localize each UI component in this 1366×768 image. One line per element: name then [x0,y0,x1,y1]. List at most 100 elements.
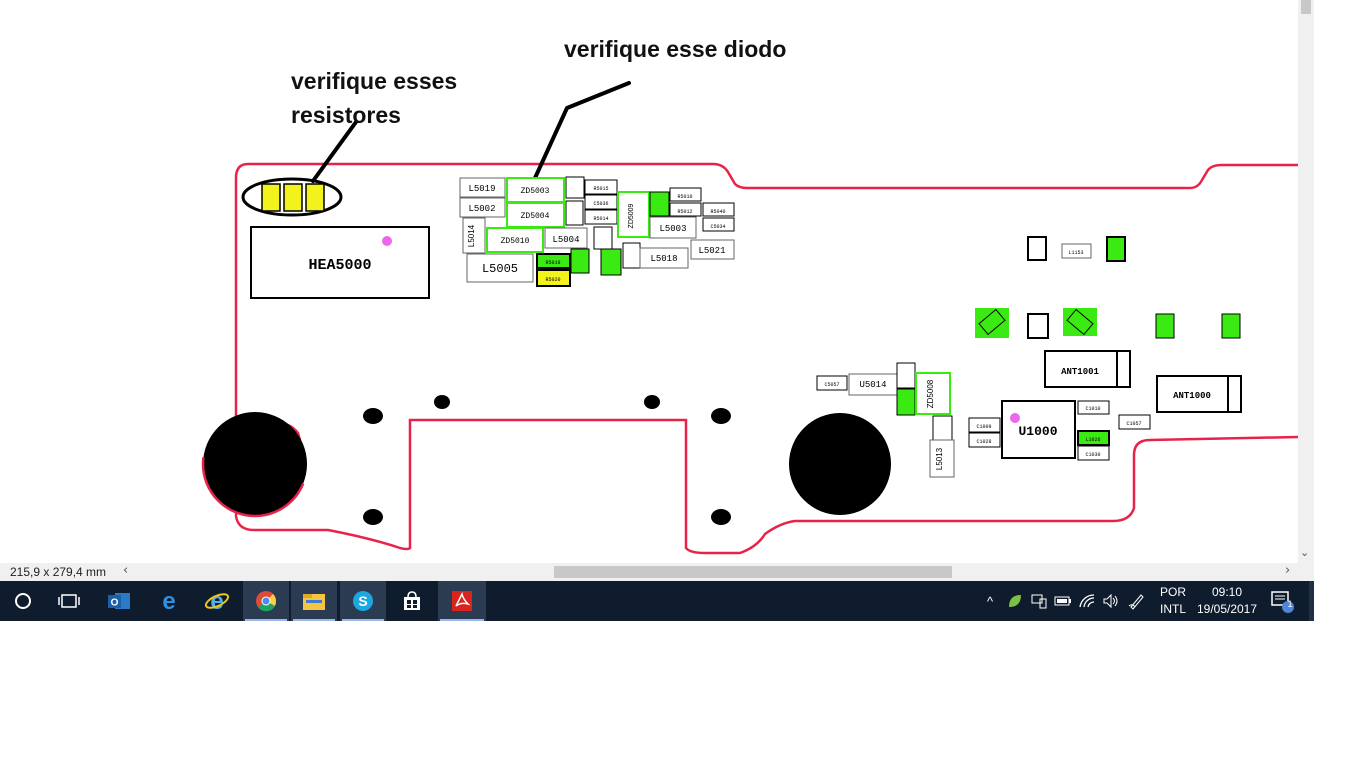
pcb-layout: HEA5000 [201,81,1298,555]
chrome-button[interactable] [243,581,289,621]
battery-button[interactable] [1052,581,1074,621]
store-button[interactable] [389,581,435,621]
label-ZD5008: ZD5008 [926,379,935,408]
label-R5040: R5040 [710,209,725,215]
folder-icon [303,594,325,610]
label-C1057: C1057 [1126,421,1141,427]
wifi-icon [1079,594,1095,608]
scroll-left-icon[interactable]: ‹ [123,563,129,578]
vertical-scroll-thumb[interactable] [1301,0,1311,14]
label-ZD5009: ZD5009 [628,203,635,228]
chevron-up-icon: ^ [986,593,994,609]
devices-icon [1031,594,1047,609]
tray-app-button[interactable] [1004,581,1026,621]
annotation-resistors: verifique esses resistores [291,64,457,132]
taskbar: O e e S ^ POR INTL [0,581,1314,621]
language-code: POR [1159,585,1186,599]
scroll-right-icon[interactable]: › [1285,563,1291,578]
label-L5004: L5004 [552,235,579,245]
outlook-button[interactable]: O [96,581,142,621]
skype-icon: S [353,591,373,611]
document-viewer[interactable]: HEA5000 [0,0,1298,563]
battery-icon [1054,596,1071,606]
label-L5014: L5014 [467,224,476,247]
mount-hole-left [203,412,307,516]
label-R5010: R5010 [677,194,692,200]
board-outline [248,162,1298,190]
svg-text:e: e [210,589,223,613]
horizontal-scroll-thumb[interactable] [554,566,952,578]
label-R5015: R5015 [593,186,608,192]
internet-explorer-button[interactable]: e [194,581,240,621]
notification-icon [1271,591,1294,613]
annotation-resistors-line1: verifique esses [291,68,458,94]
label-C5057: C5057 [824,382,839,388]
annotation-diode: verifique esse diodo [564,36,787,62]
show-desktop-button[interactable] [1309,581,1314,621]
label-ZD5004: ZD5004 [521,212,550,221]
svg-text:O: O [111,598,119,609]
label-L5018: L5018 [650,254,677,264]
label-U1000: U1000 [1018,424,1057,439]
label-C1030: C1030 [1085,452,1100,458]
label-R5014: R5014 [593,216,608,222]
task-view-icon [58,594,80,608]
wifi-button[interactable] [1076,581,1098,621]
label-L1153: L1153 [1068,250,1083,256]
cortana-search-button[interactable] [0,581,46,621]
edge-icon: e [162,589,175,613]
task-view-button[interactable] [46,581,92,621]
chrome-icon [256,591,277,612]
label-L5002: L5002 [468,204,495,214]
volume-icon [1103,593,1118,609]
acrobat-icon [452,591,472,611]
label-L5019: L5019 [468,184,495,194]
acrobat-button[interactable] [438,581,486,621]
label-L5013: L5013 [935,447,944,470]
scroll-down-icon[interactable]: ⌄ [1300,546,1310,559]
label-ZD5003: ZD5003 [521,187,550,196]
label-L5003: L5003 [659,224,686,234]
label-L1026: L1026 [1085,437,1100,443]
internet-explorer-icon: e [204,589,230,613]
label-L5005: L5005 [482,262,518,276]
show-hidden-icons-button[interactable]: ^ [980,581,1000,621]
vertical-scrollbar[interactable]: ⌄ [1298,0,1314,563]
edge-button[interactable]: e [146,581,192,621]
status-bar: 215,9 x 279,4 mm ‹ › [0,563,1314,581]
label-U5014: U5014 [859,380,886,390]
clock-button[interactable]: 09:10 19/05/2017 [1196,584,1258,618]
label-R5012: R5012 [677,209,692,215]
label-L5021: L5021 [698,246,725,256]
input-language-button[interactable]: POR INTL [1158,584,1188,618]
label-ANT1001: ANT1001 [1061,367,1099,377]
label-C1028: C1028 [976,439,991,445]
mount-hole-right [789,413,891,515]
label-R5020: R5020 [545,277,560,283]
label-R5019: R5019 [545,260,560,266]
volume-button[interactable] [1100,581,1122,621]
file-explorer-button[interactable] [291,581,337,621]
svg-text:e: e [162,589,175,613]
label-C5036: C5036 [593,201,608,207]
network-device-button[interactable] [1028,581,1050,621]
label-C5034: C5034 [710,224,725,230]
horizontal-scrollbar[interactable] [137,566,1282,578]
label-ANT1000: ANT1000 [1173,391,1211,401]
page-size-label: 215,9 x 279,4 mm [10,565,107,579]
cortana-icon [15,593,31,609]
svg-text:S: S [358,593,367,609]
skype-button[interactable]: S [340,581,386,621]
pen-ink-button[interactable] [1126,581,1148,621]
keyboard-layout: INTL [1159,602,1186,616]
outlook-icon: O [108,593,130,609]
label-HEA5000: HEA5000 [308,257,371,274]
label-C1010: C1010 [1085,406,1100,412]
action-center-button[interactable]: 1 [1268,581,1296,621]
clock-date: 19/05/2017 [1196,602,1258,616]
pen-icon [1128,594,1144,610]
leaf-icon [1009,595,1021,607]
clock-time: 09:10 [1211,585,1243,599]
notification-count: 1 [1287,599,1293,609]
label-C1009: C1009 [976,424,991,430]
